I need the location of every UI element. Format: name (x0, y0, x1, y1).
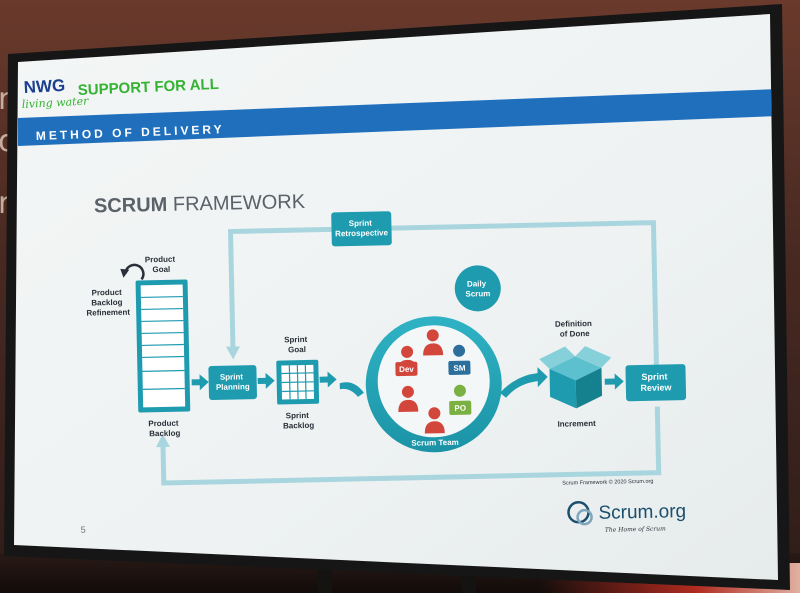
dod-line2: of Done (560, 329, 591, 339)
increment-label: Increment (557, 419, 596, 429)
definition-of-done-label: Definition of Done (555, 319, 595, 339)
sprint-goal-line2: Goal (288, 345, 306, 354)
scrum-org-tagline: The Home of Scrum (605, 525, 666, 533)
framework-copyright: Scrum Framework © 2020 Scrum.org (562, 478, 653, 487)
refinement-line2: Backlog (91, 298, 122, 308)
increment-loop-arrow (160, 406, 662, 486)
daily-scrum-label: Daily Scrum (465, 279, 490, 299)
arrow-to-review (604, 373, 624, 390)
brand-tagline: living water (21, 94, 89, 111)
cycle-arrowhead (120, 268, 130, 278)
daily-scrum-line1: Daily (467, 279, 487, 288)
arrow-to-sprint-backlog (257, 372, 275, 389)
sprint-goal-line1: Sprint (284, 335, 308, 344)
sprint-backlog-line1: Sprint (286, 411, 310, 420)
banner-text: METHOD OF DELIVERY (36, 122, 225, 143)
sprint-backlog-label: Sprint Backlog (283, 411, 315, 431)
arrow-to-planning (191, 374, 209, 391)
heading-bold: SCRUM (94, 194, 168, 218)
refinement-line1: Product (91, 288, 122, 298)
sprint-planning-label: Sprint Planning (216, 372, 250, 392)
loop-arrowhead-down (225, 346, 240, 360)
sprint-planning-box (208, 365, 257, 400)
sprint-retrospective-box (331, 211, 392, 247)
sprint-backlog-line2: Backlog (283, 421, 314, 431)
monitor-screen (14, 14, 778, 580)
scrum-master-badge (448, 360, 471, 375)
slide-heading: SCRUM FRAMEWORK (94, 191, 306, 217)
sprint-backlog-grid-lines (281, 364, 314, 400)
brand-logo: NWG (23, 76, 65, 97)
dod-line1: Definition (555, 319, 592, 329)
arrow-to-scrum-team (319, 371, 337, 388)
sprint-review-label: Sprint Review (640, 371, 672, 393)
product-backlog-line1: Product (148, 419, 179, 429)
sprint-planning-line1: Sprint (220, 372, 244, 381)
swoosh-arrow-in (339, 382, 364, 397)
scrum-master-head (453, 344, 466, 357)
product-goal-line1: Product (145, 255, 176, 265)
increment-package-icon (539, 346, 612, 409)
scrum-org-logo-icon (567, 501, 593, 526)
delivery-banner (18, 89, 778, 146)
daily-scrum-line2: Scrum (465, 289, 490, 299)
product-owner-badge (449, 400, 472, 415)
heading-rest: FRAMEWORK (167, 191, 306, 216)
product-goal-label: Product Goal (145, 255, 178, 275)
retro-line1: Sprint (349, 219, 373, 228)
sprint-goal-label: Sprint Goal (284, 335, 310, 355)
review-line1: Sprint (641, 371, 667, 382)
sprint-review-box (625, 364, 687, 402)
dev-badge (395, 361, 418, 377)
product-owner-head (453, 384, 466, 397)
daily-scrum-bubble (454, 265, 501, 312)
monitor-stand-left (318, 563, 332, 593)
product-backlog-label: Product Backlog (148, 419, 181, 439)
product-goal-line2: Goal (152, 265, 170, 274)
po-label: PO (454, 404, 466, 413)
review-line2: Review (640, 382, 672, 393)
retro-line2: Retrospective (335, 228, 389, 238)
product-backlog-rows (140, 295, 185, 391)
sprint-planning-line2: Planning (216, 382, 250, 392)
product-backlog-line2: Backlog (149, 429, 180, 439)
sm-label: SM (453, 364, 466, 373)
loop-arrowhead-up (156, 433, 171, 448)
scrum-org-name: Scrum.org (598, 501, 686, 524)
refinement-line3: Refinement (86, 308, 130, 318)
dev-label: Dev (399, 365, 414, 374)
retrospective-loop-arrow (227, 220, 660, 370)
brand-title: SUPPORT FOR ALL (77, 76, 219, 99)
swoosh-arrow-out (499, 367, 548, 398)
page-number: 5 (81, 525, 86, 535)
product-backlog-inner (140, 284, 186, 408)
refinement-label: Product Backlog Refinement (86, 288, 130, 318)
scrum-team-label: Scrum Team (411, 438, 459, 448)
sprint-retrospective-label: Sprint Retrospective (335, 218, 389, 238)
